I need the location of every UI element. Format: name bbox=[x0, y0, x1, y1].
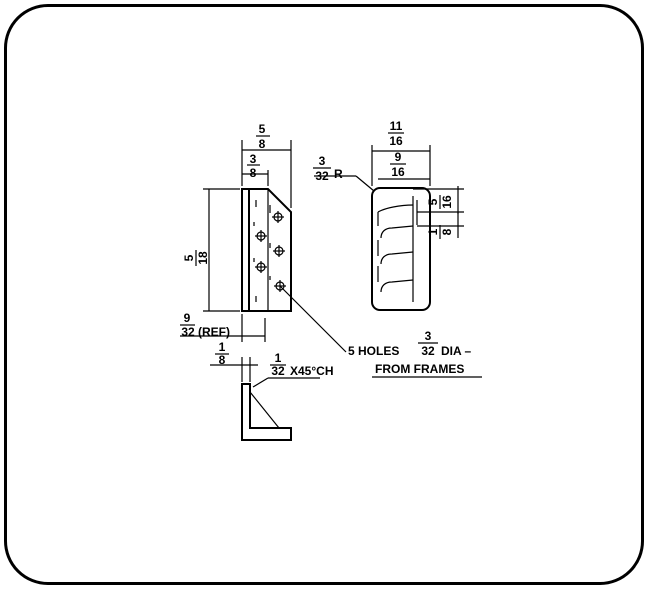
note-prefix: 5 HOLES bbox=[348, 344, 399, 358]
drawing-frame bbox=[4, 4, 644, 585]
radius-den: 32 bbox=[315, 169, 329, 183]
bottom-view bbox=[210, 357, 320, 441]
hole-marks bbox=[253, 200, 286, 302]
dim-top-den: 8 bbox=[259, 137, 266, 151]
side-view bbox=[314, 145, 464, 311]
side-r2-num: 1 bbox=[426, 228, 440, 235]
note-dia-num: 3 bbox=[425, 329, 432, 343]
side-r2-den: 8 bbox=[440, 228, 454, 235]
dim-ref-suffix: (REF) bbox=[198, 325, 230, 339]
dim-mid-num: 3 bbox=[250, 152, 257, 166]
bottom-ch-den: 32 bbox=[271, 364, 285, 378]
side-mid-num: 9 bbox=[395, 150, 402, 164]
dim-mid-den: 8 bbox=[250, 166, 257, 180]
side-top-num: 11 bbox=[390, 119, 403, 133]
dim-top-num: 5 bbox=[259, 122, 266, 136]
front-view bbox=[180, 140, 292, 342]
dim-left-den: 18 bbox=[196, 251, 210, 265]
bottom-w-den: 8 bbox=[219, 353, 226, 367]
bottom-w-num: 1 bbox=[219, 340, 226, 354]
radius-suffix: R bbox=[334, 167, 343, 181]
side-top-den: 16 bbox=[389, 134, 403, 148]
side-mid-den: 16 bbox=[391, 165, 405, 179]
dim-ref-num: 9 bbox=[184, 311, 191, 325]
side-r1-num: 5 bbox=[426, 198, 440, 205]
radius-num: 3 bbox=[319, 154, 326, 168]
note-line2: FROM FRAMES bbox=[375, 362, 464, 376]
side-r1-den: 16 bbox=[440, 195, 454, 209]
note-suffix: DIA – bbox=[441, 344, 472, 358]
dim-left-num: 5 bbox=[182, 254, 196, 261]
bottom-ch-suffix: X45°CH bbox=[290, 364, 333, 378]
bottom-ch-num: 1 bbox=[275, 351, 282, 365]
note-dia-den: 32 bbox=[421, 344, 435, 358]
dim-ref-den: 32 bbox=[181, 325, 195, 339]
